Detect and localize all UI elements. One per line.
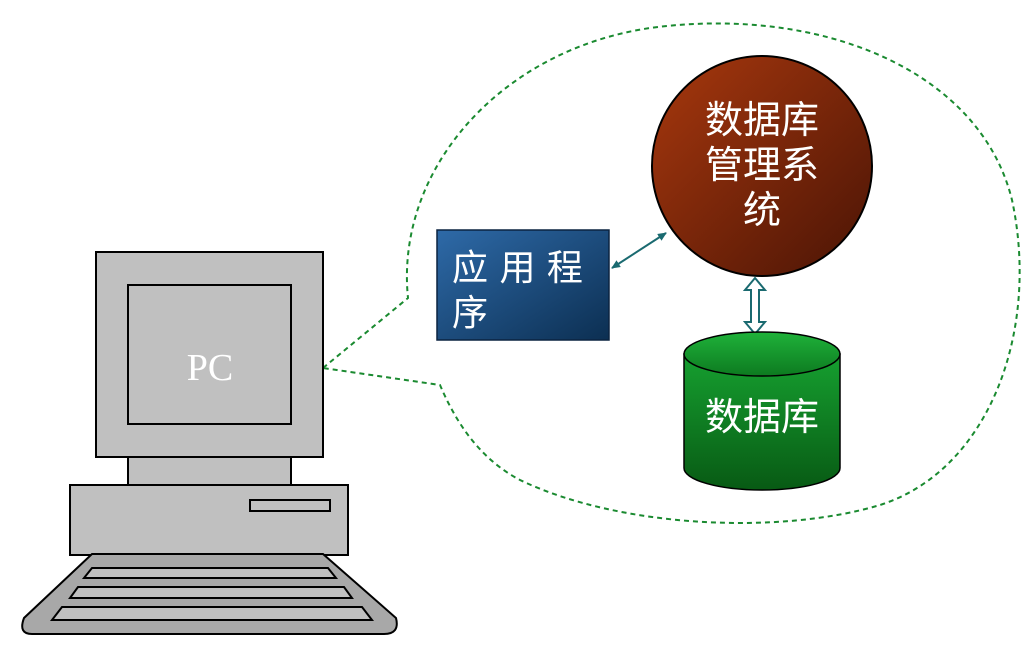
application-label-line1: 应 用 程 <box>452 248 583 289</box>
database-label: 数据库 <box>705 395 819 439</box>
database-cylinder: 数据库 <box>683 331 841 491</box>
computer: PC <box>21 251 398 635</box>
monitor-neck <box>127 456 292 486</box>
dbms-label-line3: 统 <box>743 188 781 232</box>
drive-slot <box>249 499 331 512</box>
application-label-line2: 序 <box>452 293 488 334</box>
application-box: 应 用 程 序 <box>436 229 610 341</box>
keyboard-key-row-3 <box>49 606 375 621</box>
keyboard-key-row-2 <box>68 586 354 599</box>
keyboard-key-row-1 <box>81 567 339 579</box>
monitor-screen <box>127 284 292 425</box>
dbms-label-line2: 管理系 <box>705 143 819 187</box>
dbms-circle: 数据库 管理系 统 <box>651 55 873 277</box>
callout-bubble <box>320 22 1021 524</box>
app-dbms-arrow <box>611 232 667 269</box>
system-unit <box>69 484 349 556</box>
dbms-label-line1: 数据库 <box>705 98 819 142</box>
pc-label: PC <box>187 347 233 389</box>
dbms-database-double-arrow <box>742 276 768 336</box>
